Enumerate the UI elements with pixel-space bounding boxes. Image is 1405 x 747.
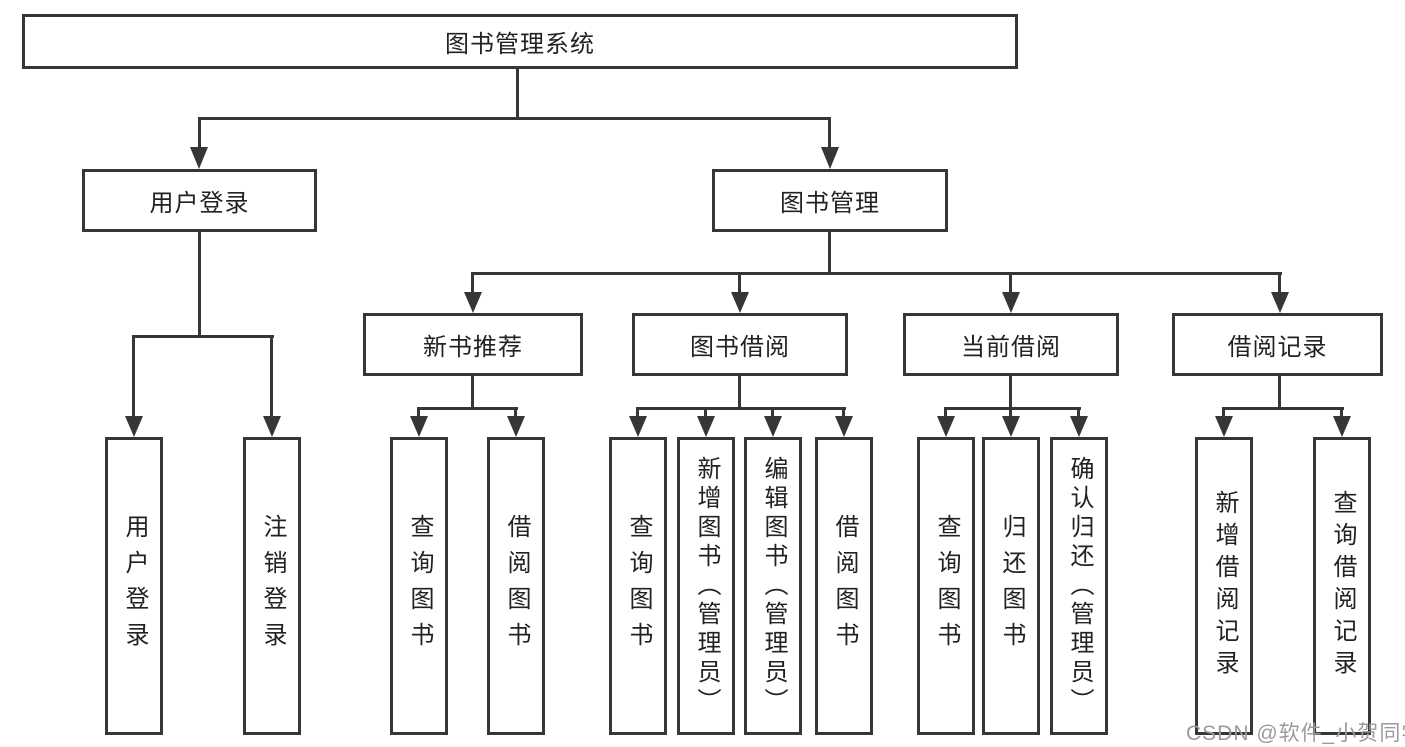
leaf-query-books: 查询图书 <box>609 437 667 735</box>
csdn-watermark: CSDN @软件_小贺同学 <box>1186 722 1405 745</box>
leaf-query-books: 查询图书 <box>390 437 448 735</box>
arrow-down-icon <box>764 416 782 437</box>
connector-line <box>828 117 831 150</box>
leaf-user-login: 用户登录 <box>105 437 163 735</box>
connector-line <box>1077 407 1080 418</box>
leaf-add-books-admin: 新增图书（管理员） <box>677 437 735 735</box>
leaf-label: 确认归还（管理员） <box>1066 455 1093 717</box>
connector-line <box>828 230 831 274</box>
arrow-down-icon <box>1215 416 1233 437</box>
connector-line <box>636 407 846 410</box>
node-label: 借阅记录 <box>1227 334 1328 361</box>
arrow-down-icon <box>731 292 749 313</box>
leaf-label: 查询借阅记录 <box>1329 490 1356 682</box>
connector-line <box>516 69 519 119</box>
leaf-label: 查询图书 <box>625 514 652 658</box>
connector-line <box>1222 407 1344 410</box>
leaf-query-books: 查询图书 <box>917 437 975 735</box>
connector-line <box>417 407 420 418</box>
arrow-down-icon <box>821 147 839 169</box>
connector-line <box>738 374 741 410</box>
arrow-down-icon <box>1333 416 1351 437</box>
leaf-return-books: 归还图书 <box>982 437 1040 735</box>
connector-line <box>132 335 274 338</box>
node-borrowing-records: 借阅记录 <box>1172 313 1383 376</box>
node-label: 图书管理 <box>780 190 880 217</box>
leaf-label: 查询图书 <box>933 514 960 658</box>
connector-line <box>1340 407 1343 418</box>
connector-line <box>636 407 639 418</box>
node-book-borrowing: 图书借阅 <box>632 313 848 376</box>
arrow-down-icon <box>507 416 525 437</box>
connector-line <box>771 407 774 418</box>
leaf-confirm-return-admin: 确认归还（管理员） <box>1050 437 1108 735</box>
connector-line <box>417 407 518 410</box>
node-label: 用户登录 <box>149 190 250 217</box>
arrow-down-icon <box>697 416 715 437</box>
connector-line <box>198 117 831 120</box>
connector-line <box>944 407 1081 410</box>
connector-line <box>514 407 517 418</box>
connector-line <box>738 272 741 294</box>
arrow-down-icon <box>1002 416 1020 437</box>
connector-line <box>1009 374 1012 410</box>
leaf-label: 借阅图书 <box>503 514 530 658</box>
leaf-label: 归还图书 <box>998 514 1025 658</box>
arrow-down-icon <box>190 147 208 169</box>
arrow-down-icon <box>1070 416 1088 437</box>
arrow-down-icon <box>937 416 955 437</box>
leaf-label: 查询图书 <box>406 514 433 658</box>
connector-line <box>471 272 474 294</box>
leaf-label: 用户登录 <box>121 514 148 658</box>
leaf-label: 新增图书（管理员） <box>693 455 720 717</box>
connector-line <box>471 374 474 410</box>
arrow-down-icon <box>263 416 281 437</box>
arrow-down-icon <box>629 416 647 437</box>
node-label: 图书管理系统 <box>445 31 595 58</box>
leaf-logout-login: 注销登录 <box>243 437 301 735</box>
arrow-down-icon <box>464 292 482 313</box>
connector-line <box>1278 272 1281 294</box>
node-label: 当前借阅 <box>961 334 1061 361</box>
leaf-label: 注销登录 <box>259 514 286 658</box>
arrow-down-icon <box>1002 292 1020 313</box>
leaf-borrow-books: 借阅图书 <box>487 437 545 735</box>
leaf-edit-books-admin: 编辑图书（管理员） <box>744 437 802 735</box>
connector-line <box>1278 374 1281 410</box>
leaf-add-borrow-record: 新增借阅记录 <box>1195 437 1253 735</box>
connector-line <box>1222 407 1225 418</box>
connector-line <box>944 407 947 418</box>
node-new-book-recommend: 新书推荐 <box>363 313 583 376</box>
connector-line <box>198 230 201 338</box>
node-label: 新书推荐 <box>423 334 523 361</box>
arrow-down-icon <box>1271 292 1289 313</box>
leaf-borrow-books: 借阅图书 <box>815 437 873 735</box>
connector-line <box>704 407 707 418</box>
leaf-query-borrow-record: 查询借阅记录 <box>1313 437 1371 735</box>
connector-line <box>842 407 845 418</box>
leaf-label: 编辑图书（管理员） <box>760 455 787 717</box>
node-current-borrowing: 当前借阅 <box>903 313 1119 376</box>
connector-line <box>471 272 1282 275</box>
connector-line <box>198 117 201 150</box>
leaf-label: 新增借阅记录 <box>1211 490 1238 682</box>
arrow-down-icon <box>410 416 428 437</box>
node-library-management-system: 图书管理系统 <box>22 14 1018 69</box>
arrow-down-icon <box>125 416 143 437</box>
connector-line <box>1009 407 1012 418</box>
connector-line <box>1009 272 1012 294</box>
leaf-label: 借阅图书 <box>831 514 858 658</box>
node-label: 图书借阅 <box>690 334 790 361</box>
connector-line <box>270 335 273 418</box>
connector-line <box>132 335 135 418</box>
node-user-login: 用户登录 <box>82 169 317 232</box>
node-book-management: 图书管理 <box>712 169 948 232</box>
arrow-down-icon <box>835 416 853 437</box>
